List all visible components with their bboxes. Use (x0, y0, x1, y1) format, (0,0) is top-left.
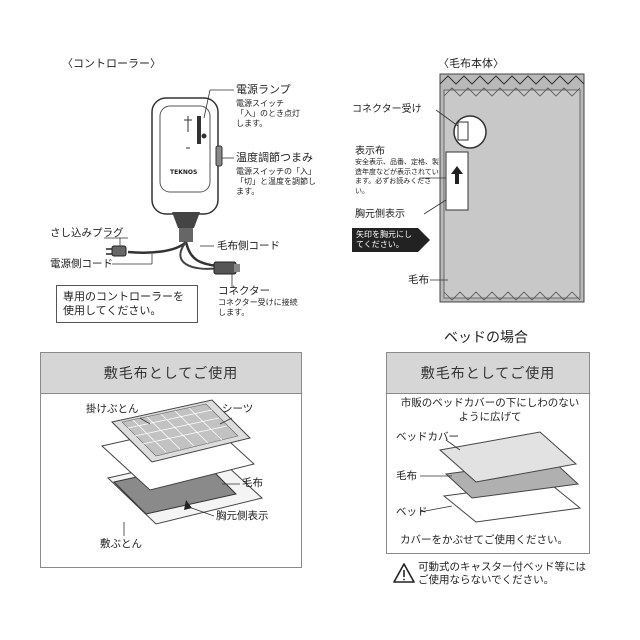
blanket-label: 毛布 (408, 274, 429, 286)
controller-notice: 専用のコントローラーを使用してください。 (63, 290, 184, 317)
power-lamp-note: 電源スイッチ「入」のとき点灯します。 (236, 99, 300, 128)
plug-label: さし込みプラグ (50, 227, 124, 239)
warning-text: 可動式のキャスター付ベッド等にはご使用ならないでください。 (418, 561, 586, 586)
connector-note: コネクター受けに接続します。 (218, 298, 298, 317)
blanket-layer-label: 毛布 (242, 477, 263, 489)
sheet-label: シーツ (222, 403, 254, 415)
controller-brand: TEKNOS (170, 169, 198, 176)
display-cloth-note: 安全表示、品番、定格、製造年度などが表示されています。必ずお読みください。 (355, 158, 439, 195)
connector-socket-label: コネクター受け (352, 104, 422, 115)
display-cloth-label: 表示布 (355, 146, 385, 157)
power-cord-label: 電源側コード (50, 258, 113, 270)
chest-side-label: 胸元側表示 (355, 209, 405, 220)
controller-notice-box: 専用のコントローラーを使用してください。 (56, 285, 198, 323)
bed-heading: ベッドの場合 (444, 330, 528, 346)
bed-label: ベッド (396, 506, 428, 518)
comforter-label: 掛けぶとん (86, 403, 139, 415)
panel-left-header: 敷毛布としてご使用 (41, 353, 301, 394)
blanket-body-heading: 〈毛布本体〉 (438, 57, 504, 70)
temp-dial-label: 温度調節つまみ (236, 151, 313, 164)
blanket-cord-label: 毛布側コード (217, 240, 280, 252)
bed-cover-label: ベッドカバー (396, 431, 459, 443)
temp-dial-note: 電源スイッチの「入」「切」と温度を調節します。 (236, 167, 316, 196)
panel-right-header: 敷毛布としてご使用 (387, 353, 589, 394)
cover-note: カバーをかぶせてご使用ください。 (400, 534, 568, 546)
controller-heading: 〈コントローラー〉 (62, 57, 161, 70)
bed-instruction: 市販のベッドカバーの下にしわのないように広げて (400, 397, 580, 423)
arrow-note: 矢印を胸元にしてください。 (356, 230, 412, 249)
connector-label: コネクター (218, 285, 271, 297)
power-lamp-label: 電源ランプ (236, 83, 291, 96)
chest-side-layer-label: 胸元側表示 (216, 510, 269, 522)
bed-blanket-label: 毛布 (396, 470, 417, 482)
mattress-label: 敷ぶとん (100, 538, 142, 550)
